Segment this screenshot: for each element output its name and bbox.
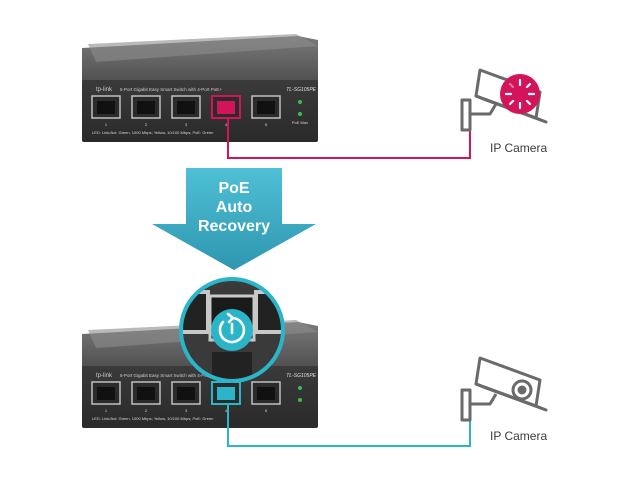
bottom-switch-bottom-text: LED: Link/Act: Green, 1000 Mbps; Yellow,…	[92, 416, 213, 421]
bottom-switch-brand: tp-link	[96, 373, 113, 379]
camera-top-label: IP Camera	[490, 141, 547, 155]
bottom-switch-model: TL-SG105PE	[286, 373, 316, 379]
top-port-label-2: 2	[145, 122, 148, 127]
top-port-label-4: 4	[225, 122, 228, 127]
top-cable	[227, 118, 471, 159]
bottom-port-label-2: 2	[145, 408, 148, 413]
port-zoom-magnifier	[179, 277, 285, 383]
top-led-poe	[298, 112, 302, 116]
arrow-line-1: PoE	[218, 180, 249, 197]
bottom-port-label-5: 5	[265, 408, 268, 413]
top-switch: tp-link 5-Port Gigabit Easy Smart Switch…	[82, 34, 318, 142]
bottom-port-label-4: 4	[225, 408, 228, 413]
bottom-cable	[227, 404, 471, 447]
bottom-switch-subtitle: 5-Port Gigabit Easy Smart Switch with 4-…	[120, 373, 222, 378]
loading-spinner-icon	[504, 78, 536, 110]
bottom-led-poe	[298, 398, 302, 402]
bottom-port-label-3: 3	[185, 408, 188, 413]
camera-bottom: IP Camera	[460, 356, 548, 443]
bottom-led-power	[298, 386, 302, 390]
bottom-switch-ports	[91, 381, 281, 405]
poe-auto-recovery-arrow: PoE Auto Recovery	[152, 168, 316, 270]
top-switch-subtitle: 5-Port Gigabit Easy Smart Switch with 4-…	[120, 87, 222, 92]
top-switch-ports	[91, 95, 281, 119]
top-port-label-3: 3	[185, 122, 188, 127]
top-led-power	[298, 100, 302, 104]
arrow-line-2: Auto	[216, 199, 253, 216]
top-switch-model: TL-SG105PE	[286, 87, 316, 93]
top-port-label-5: 5	[265, 122, 268, 127]
top-switch-bottom-text: LED: Link/Act: Green, 1000 Mbps; Yellow,…	[92, 130, 213, 135]
camera-top: IP Camera	[460, 68, 548, 155]
top-port-label-1: 1	[105, 122, 108, 127]
camera-icon	[460, 356, 548, 422]
power-restore-icon	[218, 312, 246, 344]
camera-bottom-label: IP Camera	[490, 429, 547, 443]
arrow-line-3: Recovery	[198, 218, 270, 235]
top-led-label: PoE Max	[292, 120, 308, 125]
top-switch-brand: tp-link	[96, 87, 113, 93]
bottom-port-label-1: 1	[105, 408, 108, 413]
